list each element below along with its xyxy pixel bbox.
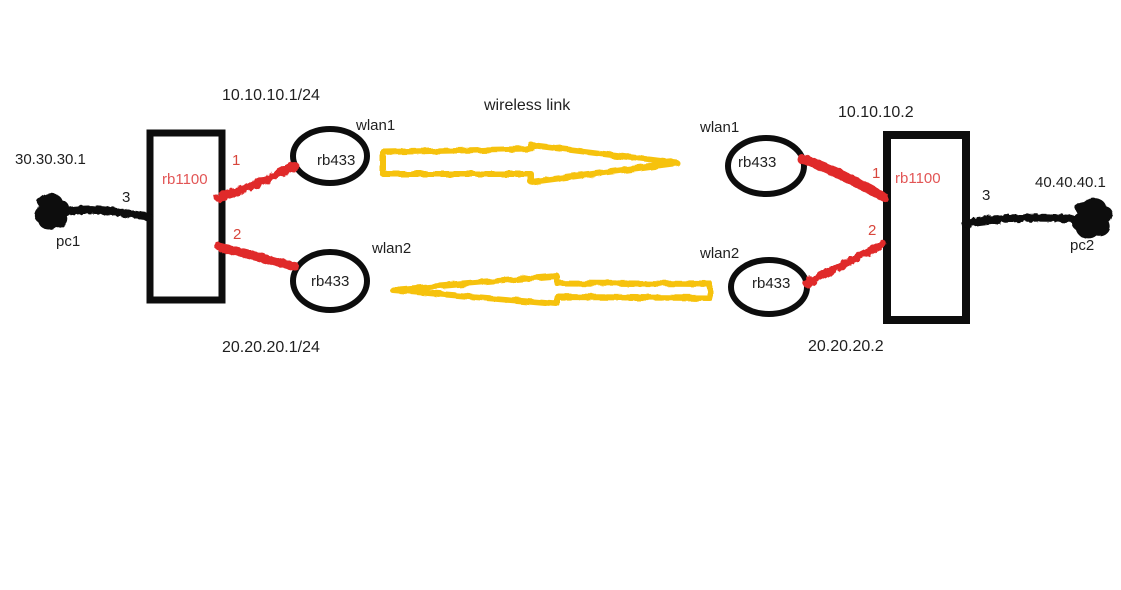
wireless-link-label: wireless link [483, 97, 571, 114]
right-wlan1-network-label: 10.10.10.2 [838, 104, 914, 121]
right-port1-link-stroke2 [804, 155, 888, 197]
pc1-blob [33, 193, 70, 230]
left-port2-link-stroke2 [218, 248, 294, 271]
radio-link-dots [288, 154, 813, 289]
right-port1-label: 1 [872, 165, 880, 182]
left-wlan1-interface-label: wlan1 [355, 117, 395, 134]
left-wlan1-junction-dot [288, 161, 300, 173]
pc-blobs [33, 193, 1113, 239]
pc1-link-line [56, 206, 153, 221]
left-port1-link [214, 163, 297, 202]
right-wlan2-network-label: 20.20.20.2 [808, 338, 884, 355]
pc1-ip-label: 30.30.30.1 [15, 151, 86, 168]
pc-links [56, 205, 1086, 228]
pc2-blob [1071, 198, 1113, 239]
right-wlan1-junction-dot [797, 154, 807, 164]
right-wlan1-device-label: rb433 [738, 154, 776, 171]
wireless-arrows [380, 142, 713, 307]
right-port2-label: 2 [868, 222, 876, 239]
pc2-link-line [961, 214, 1086, 228]
left-port3-label: 3 [122, 189, 130, 206]
left-router-model-label: rb1100 [162, 171, 208, 188]
pc2-label: pc2 [1070, 237, 1094, 254]
right-wlan1-interface-label: wlan1 [699, 119, 739, 136]
right-port2-link-stroke2 [807, 246, 883, 288]
pc1-link-line-stroke2 [60, 205, 149, 216]
pc2-ip-label: 40.40.40.1 [1035, 174, 1106, 191]
wireless-link-arrow-left [390, 273, 713, 307]
right-wlan2-interface-label: wlan2 [699, 245, 739, 262]
left-router-box [146, 129, 226, 304]
right-wlan2-junction-dot [803, 279, 813, 289]
right-port3-label: 3 [982, 187, 990, 204]
left-port1-label: 1 [232, 152, 240, 169]
left-wlan1-network-label: 10.10.10.1/24 [222, 87, 320, 104]
left-wlan1-device-label: rb433 [317, 152, 355, 169]
left-wlan1-rb433-ellipse [290, 126, 370, 186]
right-port1-link [799, 156, 889, 203]
left-wlan2-device-label: rb433 [311, 273, 349, 290]
left-wlan2-junction-dot [291, 262, 299, 270]
pc2-link-line-stroke2 [965, 213, 1082, 222]
left-port2-link [214, 242, 298, 270]
left-wlan2-interface-label: wlan2 [371, 240, 411, 257]
left-wlan2-network-label: 20.20.20.1/24 [222, 339, 320, 356]
right-router-box [883, 131, 970, 324]
wireless-link-arrow-right [380, 142, 680, 185]
radio-links [214, 155, 889, 288]
right-wlan2-device-label: rb433 [752, 275, 790, 292]
pc1-label: pc1 [56, 233, 80, 250]
left-wlan2-rb433-ellipse [290, 249, 370, 313]
right-port2-link [803, 240, 887, 287]
right-wlan1-rb433-ellipse [725, 135, 807, 197]
right-router-model-label: rb1100 [895, 170, 941, 187]
left-port2-label: 2 [233, 226, 241, 243]
left-port1-link-stroke2 [218, 162, 293, 196]
